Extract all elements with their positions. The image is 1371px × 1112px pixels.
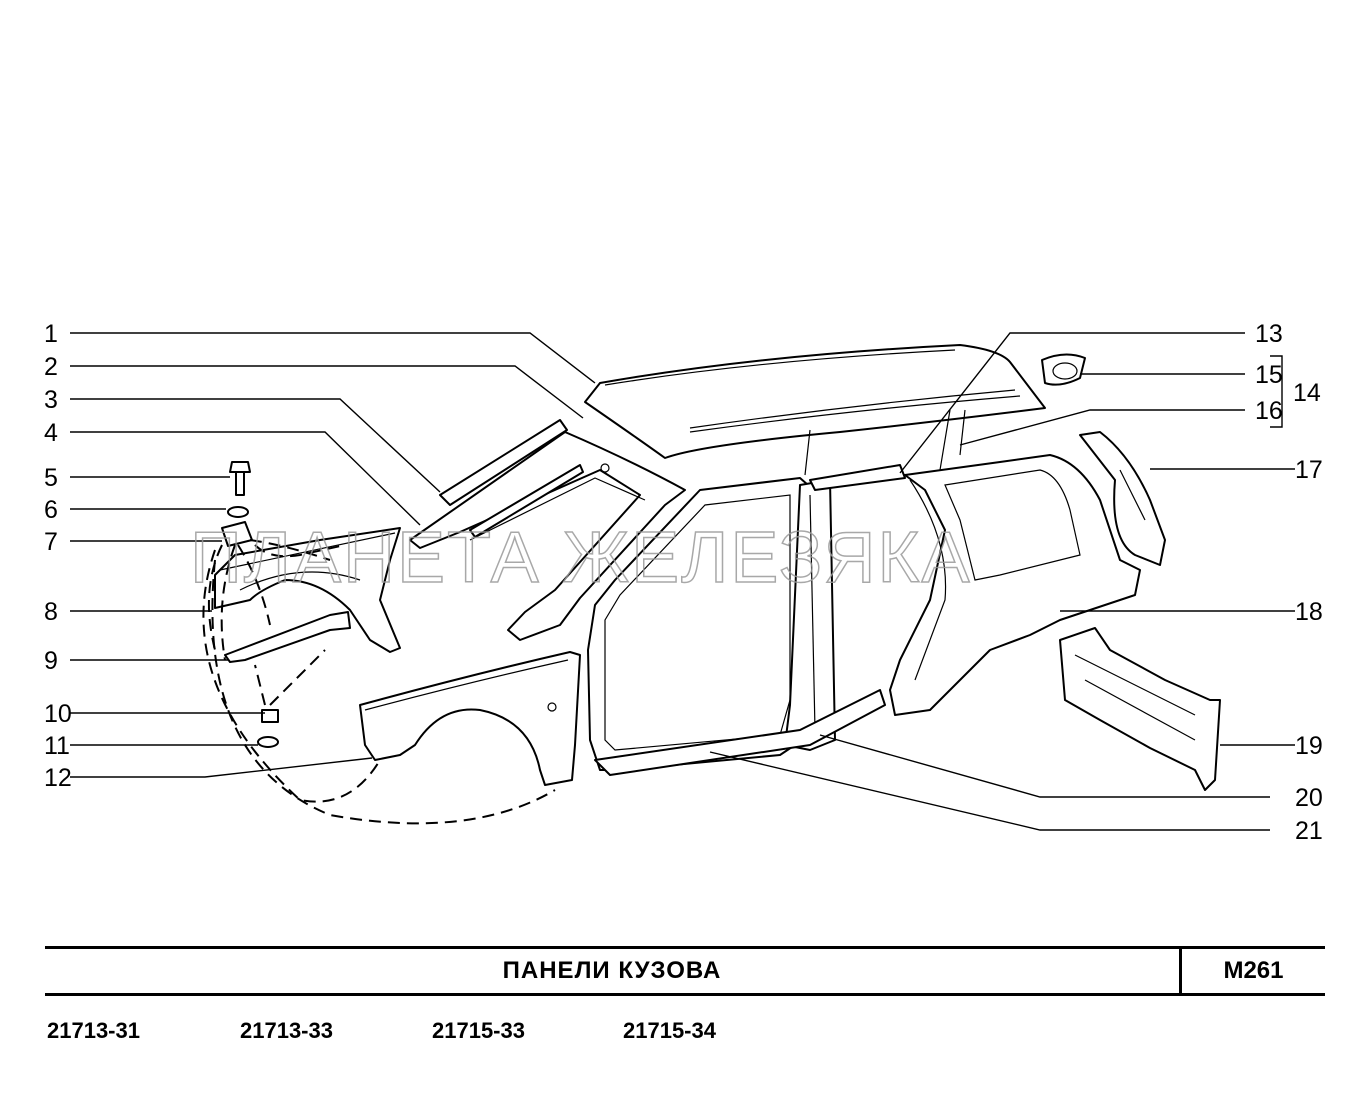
part-fuel-filler-flap [1041,353,1086,386]
model-code-3: 21715-33 [432,1018,525,1043]
part-bolt-10 [261,709,279,723]
leader-lines [70,332,1295,831]
part-roof [584,344,1046,459]
model-code-2: 21713-33 [240,1018,333,1043]
callout-21: 21 [1295,817,1323,845]
callout-14: 14 [1293,379,1321,407]
assembly-dashed-lines [202,539,556,825]
part-roof-side-rail [804,409,966,491]
part-front-fender [359,651,581,786]
callout-15: 15 [1255,361,1283,389]
callout-1: 1 [44,320,58,348]
part-washer-6 [227,506,249,518]
watermark: ПЛАНЕТА ЖЕЛЕЗЯКА [190,518,972,598]
callouts: 1 2 3 4 5 6 7 8 9 10 11 12 13 14 15 16 1… [44,320,1323,845]
part-wheel-arch-liner [224,611,351,663]
title-divider [1179,949,1182,993]
callout-16: 16 [1255,397,1283,425]
page-title: ПАНЕЛИ КУЗОВА [502,957,722,984]
callout-6: 6 [44,496,58,524]
model-code-1: 21713-31 [47,1018,140,1043]
part-washer-11 [257,736,279,748]
callout-13: 13 [1255,320,1283,348]
part-rocker-panel [594,689,886,776]
part-a-pillar-strip [439,419,584,538]
callout-20: 20 [1295,784,1323,812]
section-code: M261 [1223,957,1284,984]
callout-3: 3 [44,386,58,414]
callout-2: 2 [44,353,58,381]
part-windshield-frame [409,431,686,641]
callout-18: 18 [1295,598,1323,626]
part-rear-floor-side [1059,627,1221,791]
callout-17: 17 [1295,456,1323,484]
callout-10: 10 [44,700,72,728]
title-block: ПАНЕЛИ КУЗОВА M261 [45,946,1325,996]
part-bolt-5 [229,461,251,496]
callout-9: 9 [44,647,58,675]
callout-12: 12 [44,764,72,792]
callout-5: 5 [44,464,58,492]
callout-19: 19 [1295,732,1323,760]
part-rear-wheelhouse-inner [1079,431,1166,566]
model-code-4: 21715-34 [623,1018,716,1043]
callout-4: 4 [44,419,58,447]
callout-8: 8 [44,598,58,626]
part-side-frame-rear [889,454,1141,716]
callout-7: 7 [44,528,58,556]
callout-11: 11 [44,732,70,760]
